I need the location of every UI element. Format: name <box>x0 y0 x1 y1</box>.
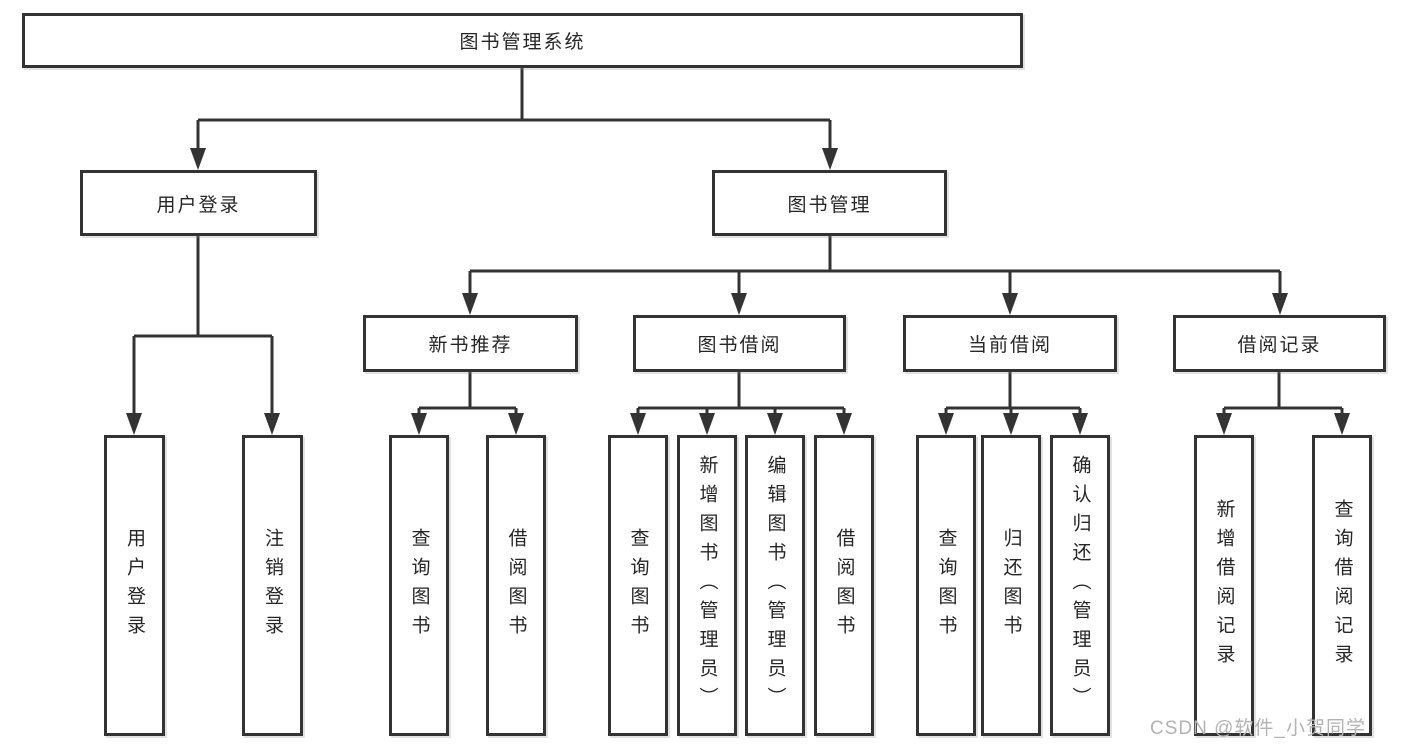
leaf-query-books-borrow-label: 查询图书 <box>627 527 649 644</box>
leaf-add-book-admin-label: 新增图书（管理员） <box>696 455 718 716</box>
connector-new-book-to-leaves <box>411 372 524 435</box>
arrow-down-icon <box>822 148 838 170</box>
node-borrow-records: 借阅记录 <box>1173 315 1386 372</box>
node-book-borrow-label: 图书借阅 <box>697 335 782 356</box>
arrow-down-icon <box>462 293 478 315</box>
leaf-return-book: 归还图书 <box>981 435 1041 736</box>
arrow-down-icon <box>1216 413 1232 435</box>
node-user-login: 用户登录 <box>80 170 317 236</box>
arrow-down-icon <box>836 413 852 435</box>
leaf-confirm-return-admin-label: 确认归还（管理员） <box>1069 455 1091 716</box>
node-borrow-records-label: 借阅记录 <box>1237 335 1322 356</box>
leaf-logout-label: 注销登录 <box>262 527 283 644</box>
arrow-down-icon <box>731 293 747 315</box>
node-new-book-recommend-label: 新书推荐 <box>428 335 513 356</box>
leaf-borrow-books: 借阅图书 <box>814 435 874 736</box>
leaf-logout: 注销登录 <box>242 435 303 736</box>
connector-borrow-records-to-leaves <box>1216 372 1350 435</box>
leaf-query-books-borrow: 查询图书 <box>608 435 668 736</box>
leaf-edit-book-admin: 编辑图书（管理员） <box>745 435 805 736</box>
node-book-management: 图书管理 <box>712 170 947 236</box>
leaf-add-borrow-record-label: 新增借阅记录 <box>1213 498 1235 673</box>
arrow-down-icon <box>630 413 646 435</box>
leaf-confirm-return-admin: 确认归还（管理员） <box>1050 435 1110 736</box>
leaf-edit-book-admin-label: 编辑图书（管理员） <box>764 455 786 716</box>
arrow-down-icon <box>126 413 142 435</box>
csdn-watermark: CSDN @软件_小贺同学 <box>1150 718 1366 739</box>
arrow-down-icon <box>1272 293 1288 315</box>
arrow-down-icon <box>699 413 715 435</box>
arrow-down-icon <box>264 413 280 435</box>
node-book-borrow: 图书借阅 <box>633 315 846 372</box>
arrow-down-icon <box>1002 293 1018 315</box>
connector-current-borrow-to-leaves <box>938 372 1088 435</box>
node-user-login-label: 用户登录 <box>156 194 241 216</box>
connector-user-login-to-leaves <box>126 236 280 435</box>
arrow-down-icon <box>938 413 954 435</box>
node-root: 图书管理系统 <box>22 13 1023 68</box>
node-book-management-label: 图书管理 <box>787 194 872 216</box>
connector-book-borrow-to-leaves <box>630 372 852 435</box>
leaf-add-book-admin: 新增图书（管理员） <box>677 435 737 736</box>
leaf-return-book-label: 归还图书 <box>1000 527 1022 644</box>
leaf-user-login-label: 用户登录 <box>124 527 145 644</box>
leaf-borrow-books-recommend-label: 借阅图书 <box>505 527 527 644</box>
leaf-query-books-recommend-label: 查询图书 <box>408 527 430 644</box>
leaf-add-borrow-record: 新增借阅记录 <box>1194 435 1254 736</box>
node-current-borrow-label: 当前借阅 <box>967 335 1052 356</box>
arrow-down-icon <box>411 413 427 435</box>
connector-book-management-to-level3 <box>462 236 1288 315</box>
leaf-query-books-recommend: 查询图书 <box>389 435 449 736</box>
leaf-query-books-current-label: 查询图书 <box>935 527 957 644</box>
leaf-borrow-books-recommend: 借阅图书 <box>486 435 546 736</box>
node-new-book-recommend: 新书推荐 <box>363 315 578 372</box>
arrow-down-icon <box>767 413 783 435</box>
leaf-query-borrow-record: 查询借阅记录 <box>1312 435 1372 736</box>
leaf-borrow-books-label: 借阅图书 <box>833 527 855 644</box>
arrow-down-icon <box>190 148 206 170</box>
leaf-query-borrow-record-label: 查询借阅记录 <box>1331 498 1353 673</box>
arrow-down-icon <box>1072 413 1088 435</box>
arrow-down-icon <box>1003 413 1019 435</box>
node-current-borrow: 当前借阅 <box>903 315 1117 372</box>
leaf-user-login: 用户登录 <box>104 435 165 736</box>
arrow-down-icon <box>508 413 524 435</box>
connector-root-to-level2 <box>190 68 838 170</box>
node-root-label: 图书管理系统 <box>459 32 586 53</box>
leaf-query-books-current: 查询图书 <box>916 435 976 736</box>
arrow-down-icon <box>1334 413 1350 435</box>
